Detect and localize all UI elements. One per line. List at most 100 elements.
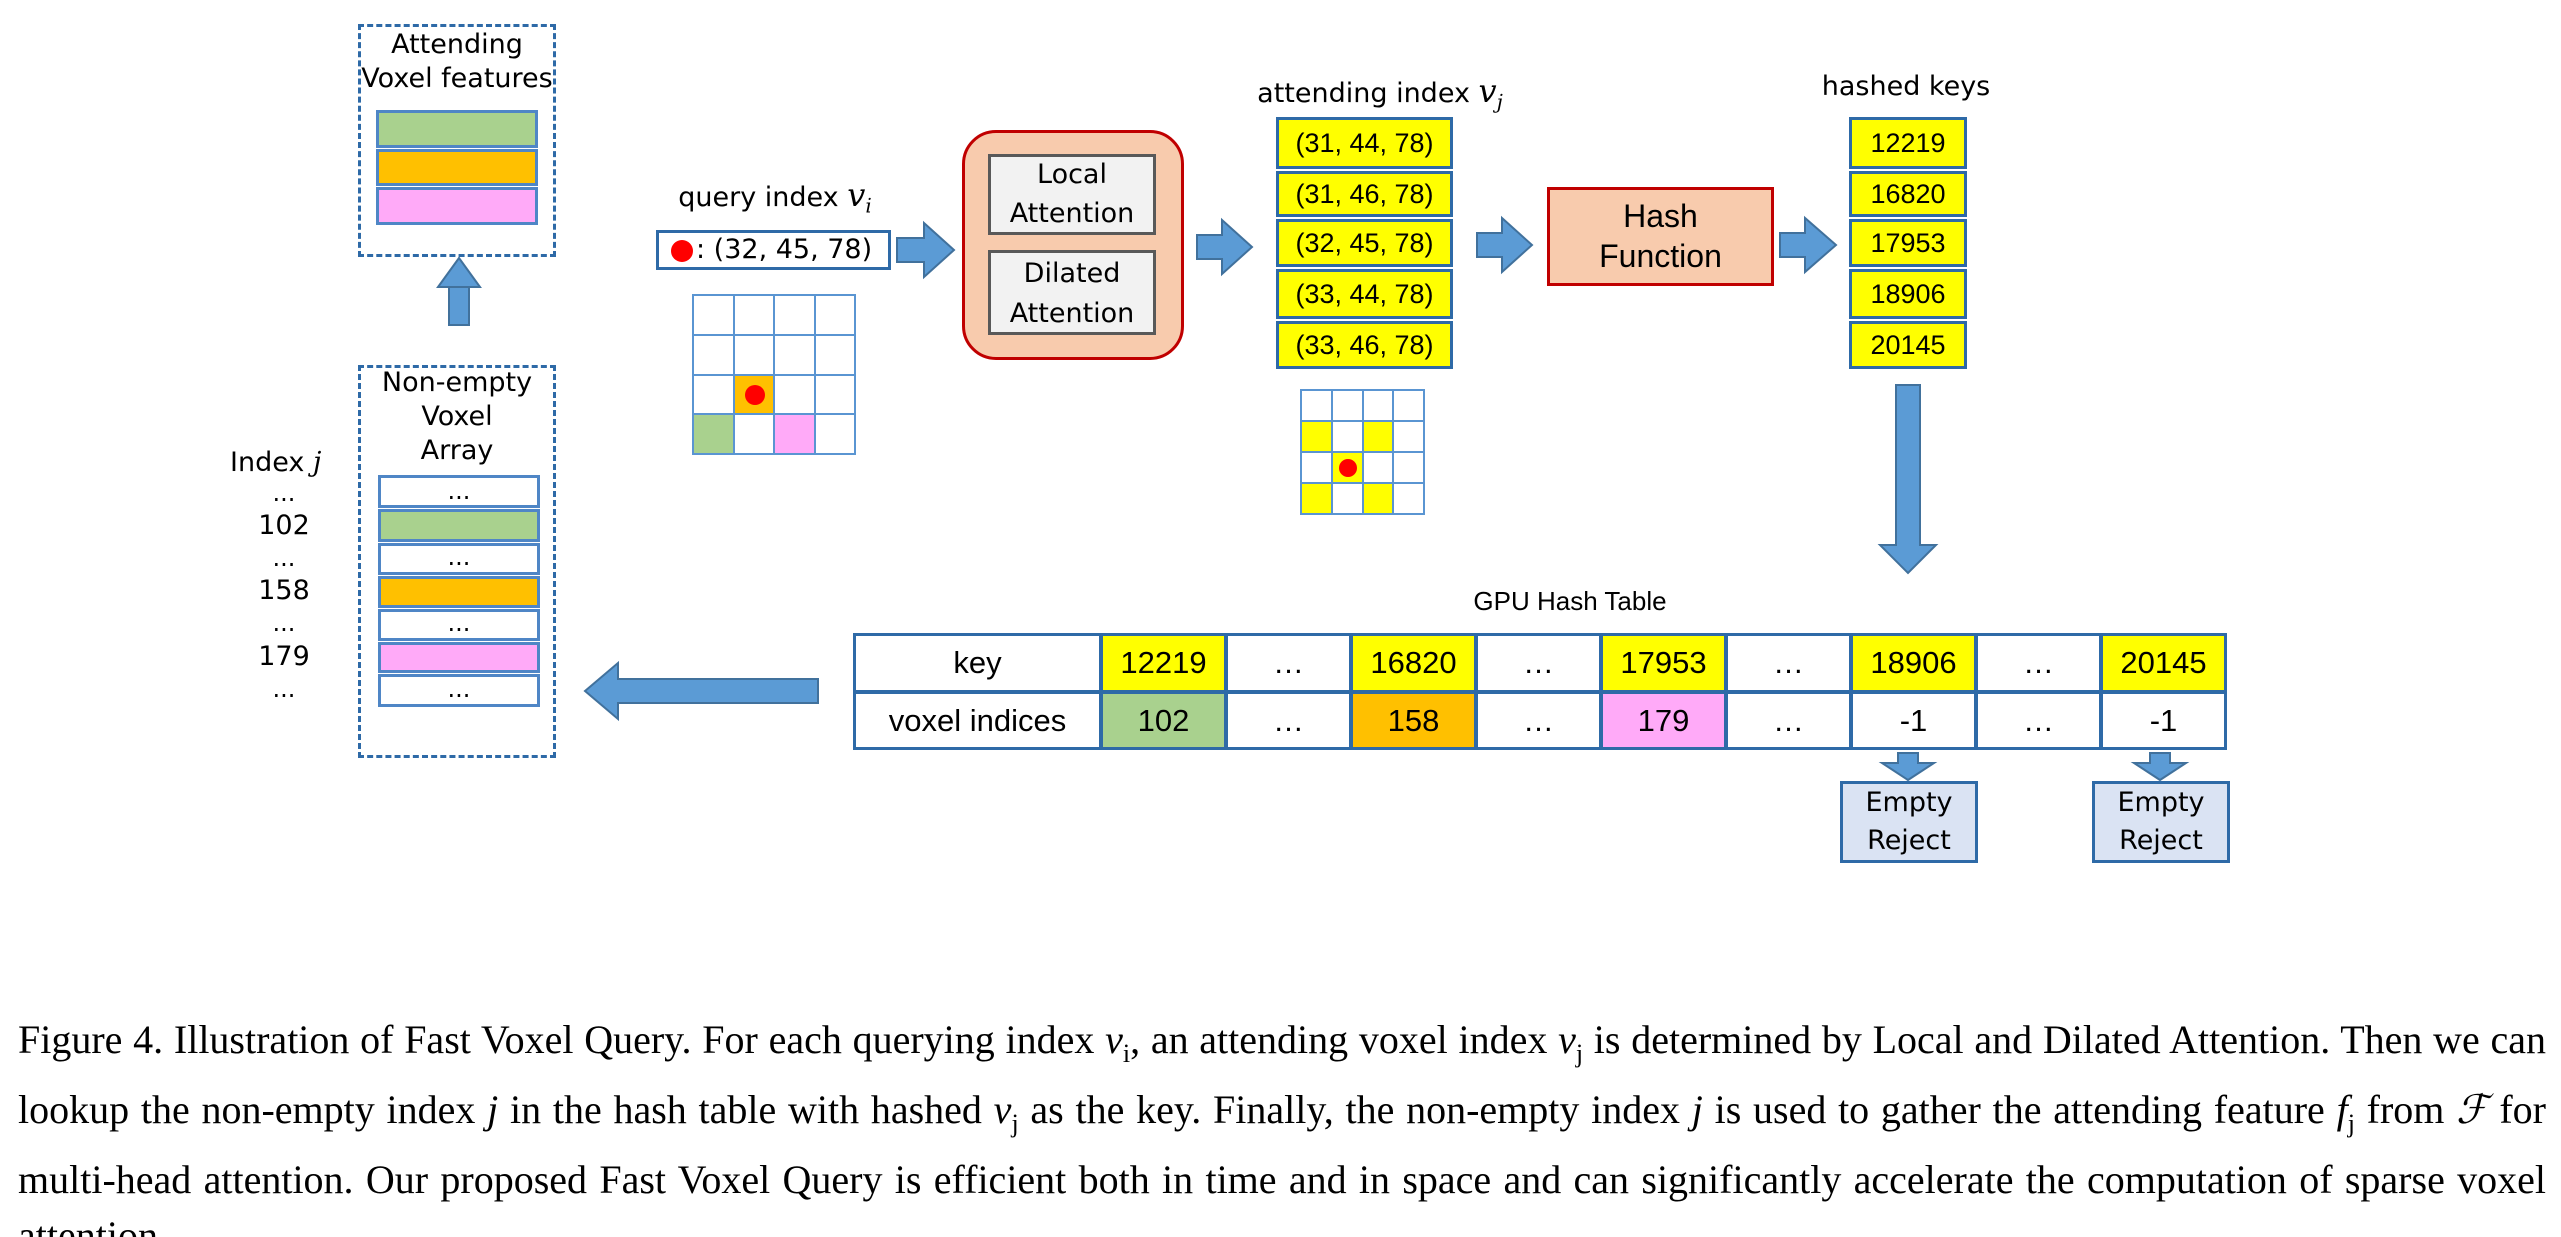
table-value-3: … xyxy=(1475,691,1602,750)
array-row-6-text: ... xyxy=(447,675,471,703)
feature-bar-pink xyxy=(376,187,538,225)
index-value-2: ... xyxy=(272,544,296,572)
hashed-key-1: 16820 xyxy=(1849,171,1967,217)
reject-arrow-2 xyxy=(2130,752,2190,782)
array-row-2-text: ... xyxy=(447,543,471,571)
attending-grid-dot-icon xyxy=(1338,459,1357,477)
hashed-key-2: 17953 xyxy=(1849,219,1967,267)
keys-to-table-arrow xyxy=(1877,384,1939,575)
attending-grid-center xyxy=(1331,452,1363,483)
hash-function-box xyxy=(1547,187,1774,286)
query-value: : (32, 45, 78) xyxy=(696,234,873,265)
attending-index-label: attending index vj xyxy=(1257,72,1503,114)
attending-index-item-2: (32, 45, 78) xyxy=(1276,219,1453,267)
voxel-array-title-1: Non-empty xyxy=(381,367,533,398)
attending-features-box xyxy=(358,24,556,257)
empty-reject-1-line2: Reject xyxy=(1867,825,1951,856)
table-key-2: 16820 xyxy=(1350,633,1477,693)
hash-function-line1: Hash xyxy=(1623,198,1698,234)
table-value-0: 102 xyxy=(1100,691,1227,750)
array-row-4-text: ... xyxy=(447,609,471,637)
index-value-158: 158 xyxy=(258,575,310,606)
table-value-6: -1 xyxy=(1850,691,1977,750)
array-row-179 xyxy=(378,642,540,673)
index-label: Index j xyxy=(230,447,322,478)
voxel-array-title-2: Voxel xyxy=(421,401,493,432)
empty-reject-1-line1: Empty xyxy=(1865,787,1953,818)
hashed-key-0: 12219 xyxy=(1849,117,1967,169)
local-attention-box xyxy=(988,154,1156,235)
table-key-4: 17953 xyxy=(1600,633,1727,693)
query-grid-dot-icon xyxy=(744,384,765,405)
hashed-key-3: 18906 xyxy=(1849,269,1967,319)
array-row-102 xyxy=(378,509,540,542)
query-dot-icon xyxy=(671,240,693,262)
table-value-8: -1 xyxy=(2100,691,2227,750)
table-key-5: … xyxy=(1725,633,1852,693)
table-key-1: … xyxy=(1225,633,1352,693)
table-key-8: 20145 xyxy=(2100,633,2227,693)
empty-reject-box-2 xyxy=(2092,781,2230,863)
table-to-array-arrow xyxy=(583,660,819,722)
dilated-attention-box xyxy=(988,250,1156,335)
query-to-attention-arrow xyxy=(896,220,956,280)
hash-table-title: GPU Hash Table xyxy=(1473,586,1667,616)
table-row2-label: voxel indices xyxy=(853,691,1102,750)
table-key-6: 18906 xyxy=(1850,633,1977,693)
index-value-102: 102 xyxy=(258,510,310,541)
table-key-3: … xyxy=(1475,633,1602,693)
dilated-attention-line2: Attention xyxy=(1009,298,1135,329)
index-to-hash-arrow xyxy=(1476,215,1534,275)
voxel-array-title-3: Array xyxy=(420,435,494,466)
attending-grid xyxy=(1300,389,1425,515)
table-value-5: … xyxy=(1725,691,1852,750)
attending-features-title-1: Attending xyxy=(391,29,523,60)
hashed-keys-label: hashed keys xyxy=(1821,71,1991,102)
feature-bar-green xyxy=(376,110,538,148)
table-key-0: 12219 xyxy=(1100,633,1227,693)
table-value-2: 158 xyxy=(1350,691,1477,750)
attending-index-item-1: (31, 46, 78) xyxy=(1276,171,1453,217)
empty-reject-2-line2: Reject xyxy=(2119,825,2203,856)
figure-caption: Figure 4. Illustration of Fast Voxel Que… xyxy=(18,1017,2547,1237)
query-grid xyxy=(692,294,856,455)
attention-to-index-arrow xyxy=(1196,217,1254,277)
empty-reject-box-1 xyxy=(1840,781,1978,863)
array-row-158 xyxy=(378,576,540,608)
attending-index-item-4: (33, 46, 78) xyxy=(1276,321,1453,369)
feature-bar-orange xyxy=(376,149,538,186)
index-value-6: ... xyxy=(272,675,296,703)
up-arrow-shaft xyxy=(448,286,470,326)
query-grid-center xyxy=(733,374,774,415)
voxel-array-box xyxy=(358,365,556,758)
attending-index-item-0: (31, 44, 78) xyxy=(1276,117,1453,169)
attending-features-title-2: Voxel features xyxy=(361,63,553,94)
array-row-4 xyxy=(378,609,540,641)
local-attention-line2: Attention xyxy=(1009,198,1135,229)
hashed-key-4: 20145 xyxy=(1849,321,1967,369)
array-row-0-text: ... xyxy=(447,477,471,505)
dilated-attention-line1: Dilated xyxy=(1023,258,1121,289)
attending-index-item-3: (33, 44, 78) xyxy=(1276,269,1453,319)
local-attention-line1: Local xyxy=(1037,159,1107,190)
table-row1-label: key xyxy=(853,633,1102,693)
table-value-4: 179 xyxy=(1600,691,1727,750)
array-row-0 xyxy=(378,475,540,508)
hash-to-keys-arrow xyxy=(1779,215,1838,275)
index-value-4: ... xyxy=(272,609,296,637)
query-label: query index vi xyxy=(678,176,872,218)
up-arrow xyxy=(436,256,482,288)
index-value-0: ... xyxy=(272,479,296,507)
query-value-box xyxy=(656,230,891,270)
table-key-7: … xyxy=(1975,633,2102,693)
index-value-179: 179 xyxy=(258,641,310,672)
table-value-7: … xyxy=(1975,691,2102,750)
empty-reject-2-line1: Empty xyxy=(2117,787,2205,818)
array-row-6 xyxy=(378,674,540,707)
reject-arrow-1 xyxy=(1878,752,1938,782)
array-row-2 xyxy=(378,543,540,575)
hash-function-line2: Function xyxy=(1599,238,1722,274)
table-value-1: … xyxy=(1225,691,1352,750)
